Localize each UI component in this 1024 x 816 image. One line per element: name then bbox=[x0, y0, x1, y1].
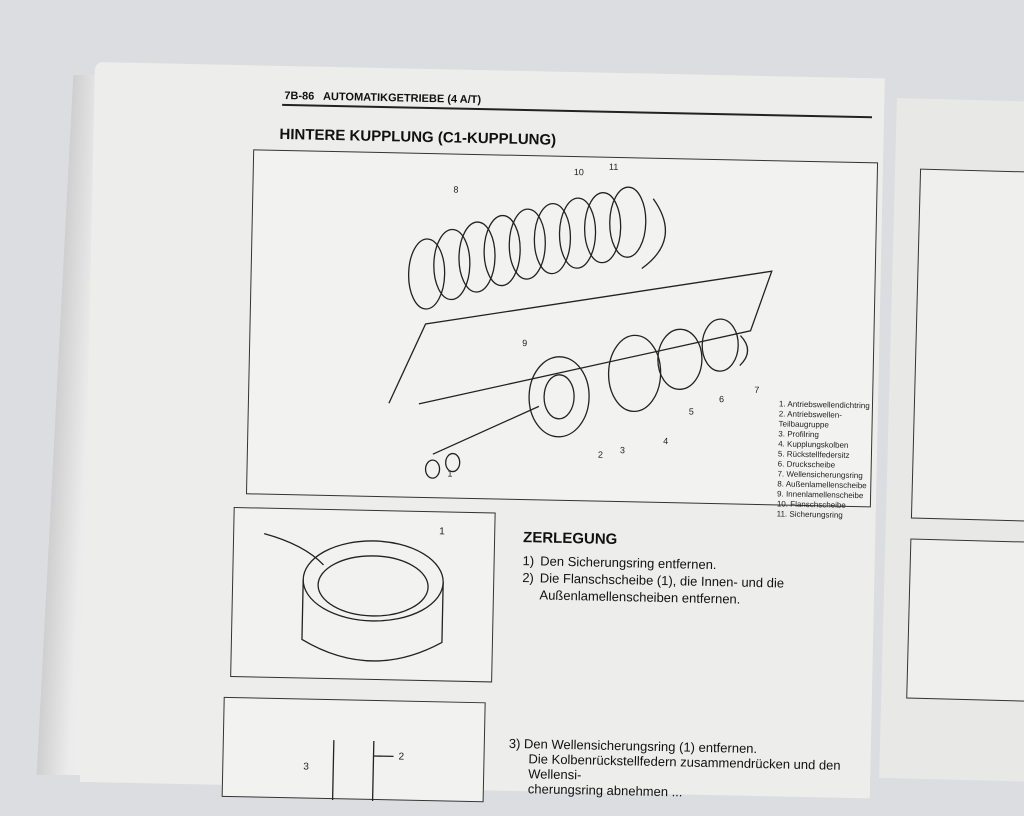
right-figure-2 bbox=[906, 539, 1024, 703]
parts-legend: 1. Antriebswellendichtring 2. Antriebswe… bbox=[777, 399, 872, 521]
step-number: 1) bbox=[522, 552, 534, 569]
step-2: 2) Die Flanschscheibe (1), die Innen- un… bbox=[522, 569, 873, 610]
callout-2: 2 bbox=[598, 450, 603, 460]
callout-11: 11 bbox=[609, 162, 619, 172]
callout-2: 2 bbox=[398, 752, 404, 763]
snap-ring-drawing: 2 3 bbox=[223, 698, 487, 803]
callout-3: 3 bbox=[620, 445, 625, 455]
right-page bbox=[879, 98, 1024, 782]
step-number: 2) bbox=[522, 569, 534, 603]
disassembly-figure-1: 1 bbox=[230, 507, 496, 682]
step-text: Die Flanschscheibe (1), die Innen- und d… bbox=[539, 569, 872, 610]
disassembly-section: ZERLEGUNG 1) Den Sicherungsring entferne… bbox=[522, 529, 873, 610]
step-3: 3) Den Wellensicherungsring (1) entferne… bbox=[508, 736, 871, 804]
callout-8: 8 bbox=[453, 185, 458, 195]
right-figure-1 bbox=[911, 169, 1024, 523]
header-rule bbox=[282, 104, 872, 118]
callout-1: 1 bbox=[447, 468, 452, 478]
chapter-title: AUTOMATIKGETRIEBE (4 A/T) bbox=[323, 91, 481, 106]
callout-10: 10 bbox=[574, 167, 584, 177]
callout-9: 9 bbox=[522, 338, 527, 348]
plate-removal-drawing: 1 bbox=[231, 508, 497, 683]
section-title: HINTERE KUPPLUNG (C1-KUPPLUNG) bbox=[279, 126, 556, 149]
legend-item: 11. Sicherungsring bbox=[777, 509, 870, 521]
page-number: 7B-86 bbox=[284, 90, 314, 103]
exploded-clutch-diagram: 1 2 3 4 5 6 7 8 9 10 11 1. Antriebswelle… bbox=[246, 149, 878, 507]
legend-item: 2. Antriebswellen-Teilbaugruppe bbox=[778, 409, 871, 431]
clutch-plates bbox=[387, 182, 773, 485]
callout-4: 4 bbox=[663, 436, 668, 446]
disassembly-figure-2: 2 3 bbox=[222, 697, 486, 802]
step-number: 3) bbox=[509, 736, 521, 751]
manual-page: 7B-86 AUTOMATIKGETRIEBE (4 A/T) HINTERE … bbox=[80, 62, 885, 798]
callout-5: 5 bbox=[689, 407, 694, 417]
callout-6: 6 bbox=[719, 394, 724, 404]
callout-3: 3 bbox=[303, 762, 309, 773]
callout-1: 1 bbox=[439, 526, 445, 537]
section-heading: ZERLEGUNG bbox=[523, 529, 873, 553]
callout-7: 7 bbox=[754, 385, 759, 395]
